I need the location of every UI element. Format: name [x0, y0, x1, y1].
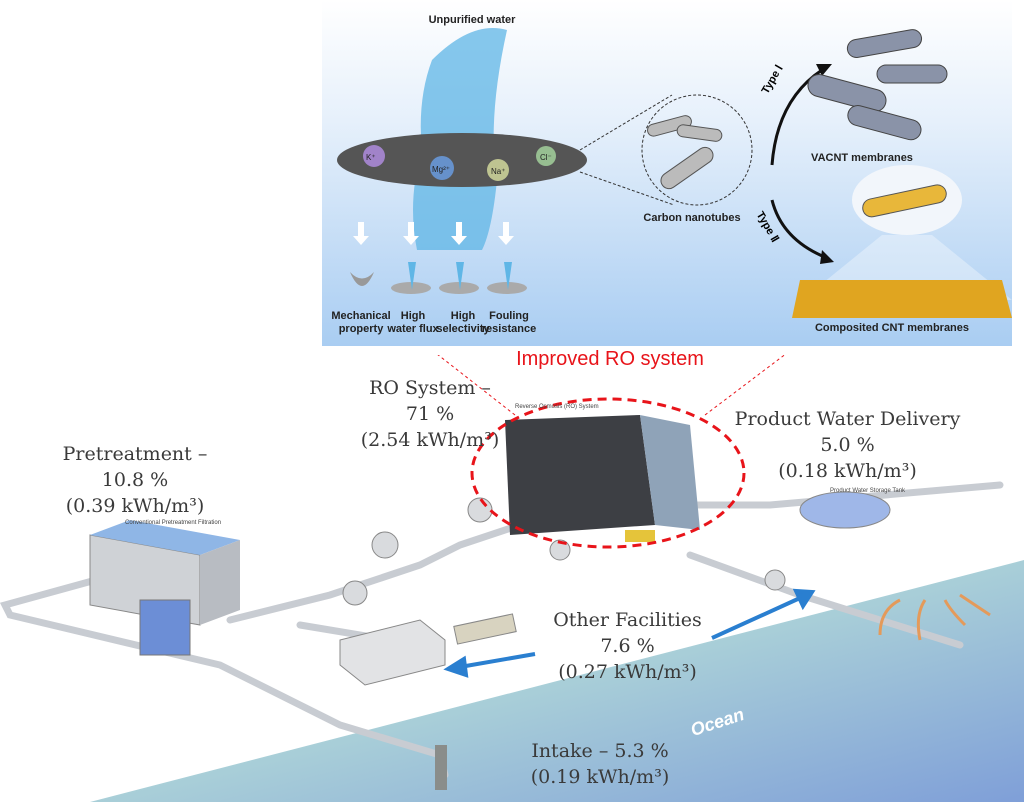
type2-arrow [770, 199, 828, 260]
ro-unit [505, 415, 655, 535]
ion-na [487, 159, 509, 181]
selectivity-icon [439, 282, 479, 294]
ion-label: Mg²⁺ [432, 165, 450, 174]
truck [453, 613, 517, 645]
energy-recovery [625, 530, 655, 542]
pumps [342, 497, 786, 606]
cnt-membrane-panel: K⁺ Mg²⁺ Na⁺ Cl⁻ Type Ⅰ Type Ⅱ [322, 0, 1012, 346]
water-flux-icon [391, 282, 431, 294]
tank-label: Product Water Storage Tank [830, 488, 906, 494]
ro-unit-label: Reverse Osmosis (RO) System [515, 404, 599, 410]
type1-label: Type Ⅰ [760, 63, 786, 96]
pretreatment-stat: Pretreatment – 10.8 % (0.39 kWh/m³) [62, 443, 208, 517]
mechanical-icon [350, 272, 374, 286]
ro-system-stat: RO System – 71 % (2.54 kWh/m³) [360, 377, 500, 451]
pretreatment-unit-label: Conventional Pretreatment Filtration [125, 520, 222, 526]
blue-arrows [443, 588, 816, 678]
composited-mat [792, 280, 1012, 318]
desalination-plant-illustration [0, 355, 1024, 802]
improved-ro-label: Improved RO system [516, 348, 704, 370]
membrane-disk [337, 133, 587, 187]
ion-label: Na⁺ [491, 167, 505, 176]
outfall-arrows [878, 593, 991, 641]
storage-tank [799, 491, 891, 529]
solids-facility [339, 619, 446, 686]
unpurified-water-label: Unpurified water [428, 14, 516, 26]
other-facilities-stat: Other Facilities 7.6 % (0.27 kWh/m³) [553, 609, 702, 683]
ion-k [363, 145, 385, 167]
composited-label: Composited CNT membranes [814, 322, 970, 334]
ocean-area [90, 560, 1024, 802]
nanotubes-icon [647, 115, 723, 190]
vacnt-label: VACNT membranes [811, 152, 913, 164]
vacnt-tubes [807, 29, 948, 141]
ion-label: Cl⁻ [540, 153, 552, 162]
down-arrows [353, 222, 514, 245]
intake-well [435, 745, 447, 790]
cnt-illustration: K⁺ Mg²⁺ Na⁺ Cl⁻ Type Ⅰ Type Ⅱ [337, 28, 1012, 318]
ion-label: K⁺ [366, 153, 376, 162]
product-water-stat: Product Water Delivery 5.0 % (0.18 kWh/m… [734, 408, 961, 482]
carbon-nanotubes-label: Carbon nanotubes [643, 212, 741, 224]
callout-lines [437, 355, 786, 549]
zoom-circle [641, 94, 753, 206]
chemical-tanks [139, 599, 191, 656]
ion-cl [536, 146, 556, 166]
intake-stat: Intake – 5.3 % (0.19 kWh/m³) [530, 740, 670, 788]
ion-mg [430, 156, 454, 180]
fouling-icon [487, 282, 527, 294]
